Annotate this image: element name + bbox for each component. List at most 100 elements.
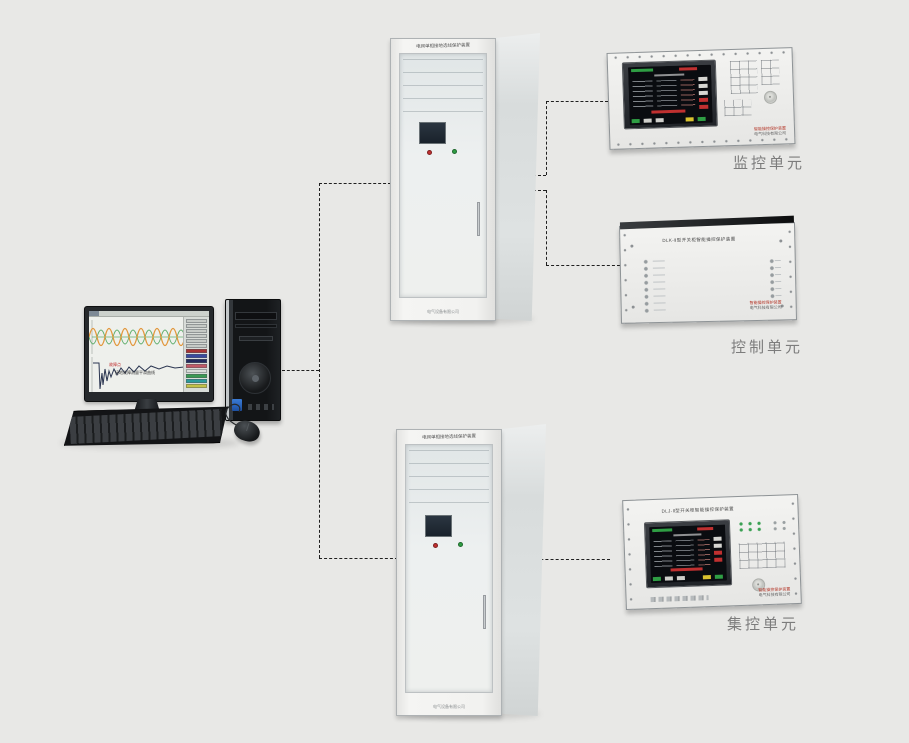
keypad-grid bbox=[738, 541, 786, 570]
screw bbox=[631, 305, 635, 309]
label-central-unit: 集控单元 bbox=[727, 616, 800, 633]
monitor-unit-device: 智能操控保护装置 电气科技有限公司 bbox=[606, 47, 796, 150]
screen-subtitle bbox=[673, 533, 702, 537]
green-led-grid bbox=[737, 520, 767, 535]
legend-row bbox=[186, 359, 207, 363]
red-indicator bbox=[427, 150, 432, 155]
screen-alarm-row bbox=[670, 567, 703, 572]
screen-side-panel bbox=[183, 317, 209, 392]
connector-to-central-unit bbox=[530, 559, 610, 560]
monitor-screen: 故障点 接地故障测量平滑曲线 bbox=[89, 311, 209, 392]
legend-row bbox=[186, 319, 207, 323]
cabinet-front-panel: 电网单相接地选线保护装置 电气设备有限公司 bbox=[396, 429, 502, 716]
cabinet-footer-text: 电气设备有限公司 bbox=[427, 309, 459, 314]
cabinet-side-panel bbox=[500, 424, 546, 716]
cabinet-door-glass bbox=[409, 450, 489, 512]
mounting-holes-left bbox=[625, 506, 634, 603]
screen-button-gray bbox=[664, 576, 673, 581]
usb-ports bbox=[248, 404, 274, 410]
brand-line2: 电气科技有限公司 bbox=[749, 304, 782, 311]
connector-to-monitor-unit bbox=[546, 101, 608, 102]
screen-status-red bbox=[679, 67, 698, 71]
screen-softkey bbox=[698, 90, 708, 96]
slot-marks-column bbox=[768, 257, 782, 300]
hmi-screen bbox=[627, 64, 713, 126]
connector-trunk-to-top-cabinet bbox=[319, 183, 391, 184]
legend-row bbox=[186, 384, 207, 388]
connector-trunk bbox=[319, 183, 320, 558]
cabinet-hmi-screen bbox=[425, 515, 452, 537]
label-control-unit: 控制单元 bbox=[731, 339, 804, 356]
door-handle bbox=[477, 202, 480, 236]
green-indicator bbox=[458, 542, 463, 547]
connector-down-riser bbox=[546, 190, 547, 265]
keypad-grid bbox=[760, 59, 780, 86]
legend-row bbox=[186, 349, 207, 353]
media-slot bbox=[239, 336, 273, 341]
cabinet-title: 电网单相接地选线保护装置 bbox=[416, 42, 470, 49]
cabinet-side-panel bbox=[494, 33, 540, 321]
screen-button-green bbox=[631, 118, 640, 124]
led-indicator-column bbox=[642, 257, 672, 315]
pc-monitor: 故障点 接地故障测量平滑曲线 bbox=[84, 306, 214, 402]
control-unit-device: DLK-Ⅱ型开关柜智能操控保护装置 智能操控保护装置 电气科技有限公司 bbox=[618, 215, 798, 324]
screen-softkey-red bbox=[699, 104, 709, 110]
screen-status-red bbox=[697, 526, 714, 531]
central-unit-device: DLJ-Ⅱ型开关柜智能操控保护装置 智能操控保 bbox=[622, 493, 802, 611]
mounting-holes-left bbox=[622, 232, 629, 317]
front-vent bbox=[239, 362, 271, 394]
legend-row bbox=[186, 344, 207, 348]
protection-cabinet-bottom: 电网单相接地选线保护装置 电气设备有限公司 bbox=[396, 424, 546, 716]
screen-button-gray bbox=[643, 118, 652, 123]
mounting-holes-right bbox=[790, 501, 799, 598]
cabinet-front-panel: 电网单相接地选线保护装置 电气设备有限公司 bbox=[390, 38, 496, 321]
screen-button-yellow bbox=[685, 117, 694, 122]
cabinet-door bbox=[399, 53, 487, 298]
screen-softkey bbox=[713, 543, 722, 548]
connector-pc-to-trunk bbox=[282, 370, 319, 371]
mounting-holes-top bbox=[613, 50, 786, 60]
screen-alarm-row bbox=[651, 109, 686, 114]
mouse-cable bbox=[225, 403, 241, 427]
legend-row bbox=[186, 334, 207, 338]
button-row bbox=[724, 99, 752, 117]
drive-bay bbox=[235, 324, 277, 328]
screen-subtitle bbox=[654, 73, 685, 77]
cabinet-footer-text: 电气设备有限公司 bbox=[433, 704, 465, 709]
screen-softkey bbox=[713, 536, 722, 541]
trace-chart bbox=[91, 357, 185, 392]
screen-softkey bbox=[698, 76, 708, 82]
brand-text: 智能操控保护装置 电气科技有限公司 bbox=[758, 586, 790, 597]
terminal-row bbox=[650, 595, 709, 603]
brand-line2: 电气科技有限公司 bbox=[754, 130, 787, 137]
screen-annotation-text: 接地故障测量平滑曲线 bbox=[115, 370, 155, 375]
keyboard-keys bbox=[69, 409, 222, 444]
cabinet-door bbox=[405, 444, 493, 693]
red-indicator bbox=[433, 543, 438, 548]
gray-led-grid bbox=[771, 519, 791, 533]
legend-row bbox=[186, 374, 207, 378]
screen-softkey bbox=[698, 83, 708, 89]
hmi-screen bbox=[649, 524, 728, 584]
panel-title: DLK-Ⅱ型开关柜智能操控保护装置 bbox=[662, 236, 736, 243]
cabinet-title: 电网单相接地选线保护装置 bbox=[422, 433, 476, 440]
screen-marker-text: 故障点 bbox=[109, 362, 121, 367]
screen-button-green bbox=[652, 576, 661, 582]
brand-text: 智能操控保护装置 电气科技有限公司 bbox=[754, 125, 786, 136]
unit-top-edge bbox=[619, 215, 794, 230]
screen-button-green bbox=[697, 116, 706, 122]
screen-status-green bbox=[631, 68, 654, 73]
connector-cabinet-stub-upper bbox=[528, 175, 546, 176]
connector-up-riser bbox=[546, 101, 547, 175]
brand-line2: 电气科技有限公司 bbox=[758, 591, 791, 598]
legend-row bbox=[186, 329, 207, 333]
connector-to-control-unit bbox=[546, 265, 620, 266]
door-handle bbox=[483, 595, 486, 629]
panel-title: DLJ-Ⅱ型开关柜智能操控保护装置 bbox=[661, 506, 735, 514]
screen-button-green bbox=[714, 574, 723, 579]
screen-button-yellow bbox=[702, 575, 711, 580]
buzzer-speaker bbox=[763, 90, 778, 105]
legend-row bbox=[186, 324, 207, 328]
brand-text: 智能操控保护装置 电气科技有限公司 bbox=[750, 299, 782, 310]
mounting-holes-right bbox=[787, 229, 794, 314]
